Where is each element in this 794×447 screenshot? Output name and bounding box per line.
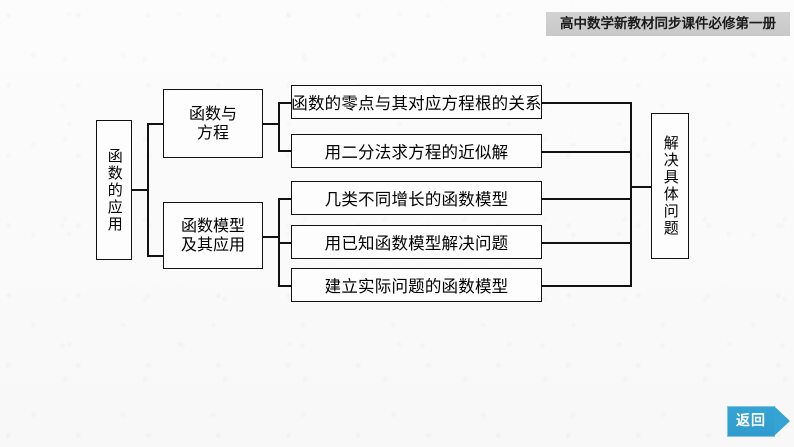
connector-branch1-in: [147, 255, 164, 257]
node-leaf-4-label: 建立实际问题的函数模型: [324, 277, 509, 296]
header-title: 高中数学新教材同步课件必修第一册: [560, 16, 776, 32]
connector-branch0-spine: [278, 102, 280, 151]
node-root[interactable]: 函数的应用: [96, 120, 132, 260]
node-leaf-0-label: 函数的零点与其对应方程根的关系: [291, 94, 542, 113]
connector-leaf0-in: [278, 102, 292, 104]
arrow-right-icon: [774, 406, 790, 436]
connector-result-spine: [630, 102, 632, 287]
connector-leaf4-out: [541, 285, 631, 287]
node-leaf-2[interactable]: 几类不同增长的函数模型: [291, 181, 542, 215]
connector-leaf1-in: [278, 150, 292, 152]
connector-leaf4-in: [278, 285, 292, 287]
connector-leaf0-out: [541, 102, 631, 104]
connector-leaf1-out: [541, 151, 631, 153]
connector-leaf3-in: [278, 242, 292, 244]
node-root-label: 函数的应用: [105, 147, 124, 233]
node-branch-1[interactable]: 函数模型 及其应用: [163, 202, 263, 269]
node-result-label: 解决具体问题: [661, 135, 680, 237]
return-button[interactable]: 返回: [727, 406, 790, 437]
node-leaf-2-label: 几类不同增长的函数模型: [324, 190, 509, 209]
return-button-label: 返回: [736, 413, 766, 429]
node-branch-1-label: 函数模型 及其应用: [180, 215, 245, 254]
connector-branch1-out: [263, 236, 279, 238]
connector-branch0-in: [147, 123, 164, 125]
node-branch-0[interactable]: 函数与 方程: [163, 89, 263, 158]
connector-branch0-out: [263, 123, 279, 125]
node-leaf-4[interactable]: 建立实际问题的函数模型: [291, 268, 542, 302]
node-leaf-3[interactable]: 用已知函数模型解决问题: [291, 225, 542, 259]
node-leaf-1[interactable]: 用二分法求方程的近似解: [291, 134, 542, 168]
connector-leaf2-out: [541, 198, 631, 200]
connector-leaf2-in: [278, 198, 292, 200]
node-branch-0-label: 函数与 方程: [188, 103, 237, 142]
connector-branch1-spine: [278, 198, 280, 285]
node-result[interactable]: 解决具体问题: [651, 113, 689, 259]
connector-root-spine: [147, 123, 149, 256]
connector-result-in: [630, 186, 652, 188]
connector-root-stub: [132, 189, 148, 191]
node-leaf-3-label: 用已知函数模型解决问题: [324, 234, 509, 253]
connector-leaf3-out: [541, 242, 631, 244]
node-leaf-1-label: 用二分法求方程的近似解: [324, 143, 509, 162]
header-band: [546, 12, 790, 36]
node-leaf-0[interactable]: 函数的零点与其对应方程根的关系: [291, 85, 542, 119]
return-button-body: [727, 406, 775, 437]
